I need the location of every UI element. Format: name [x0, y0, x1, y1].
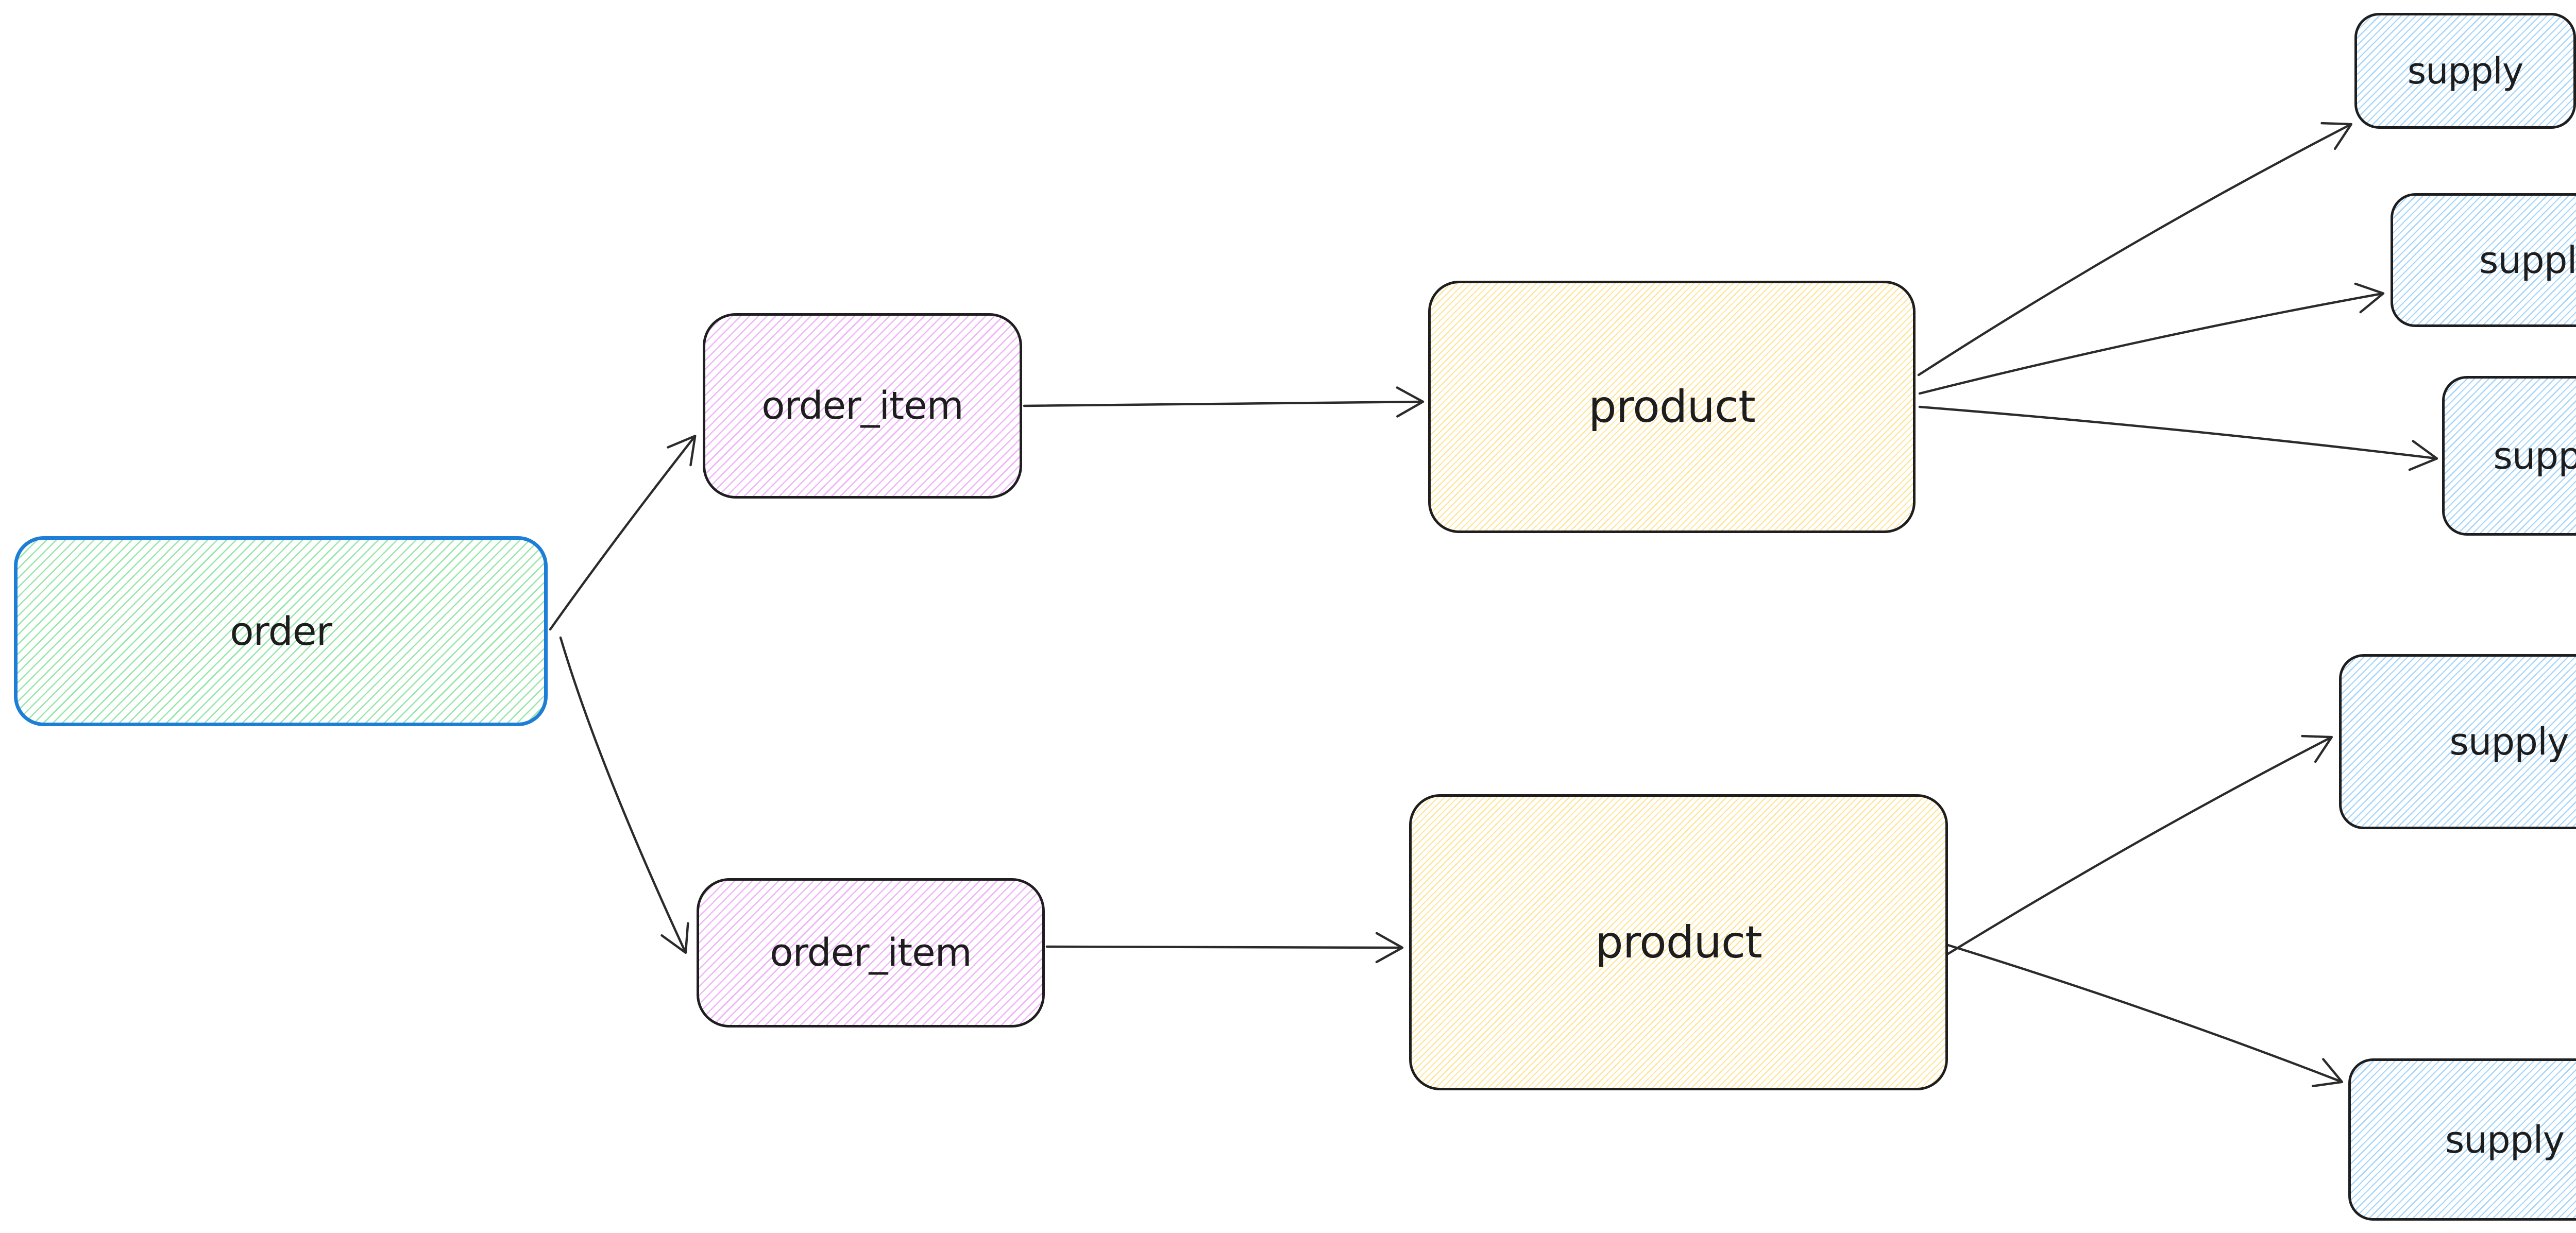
node-supply-2-label: supply: [2479, 238, 2576, 282]
node-product-bottom-label: product: [1595, 916, 1762, 968]
arrow-product-top-to-supply-1[interactable]: [1917, 122, 2353, 376]
arrow-product-top-to-supply-3[interactable]: [1918, 405, 2438, 471]
arrow-order-item-top-to-product-top[interactable]: [1023, 386, 1425, 418]
node-product-top-label: product: [1588, 381, 1756, 433]
arrow-order-to-order-item-bottom[interactable]: [559, 636, 689, 954]
node-order-label: order: [230, 608, 332, 654]
node-order-item-bottom[interactable]: order_item: [697, 878, 1045, 1028]
node-supply-4-label: supply: [2449, 720, 2569, 763]
node-supply-1-label: supply: [2407, 49, 2524, 92]
node-supply-4[interactable]: supply: [2339, 654, 2576, 829]
node-order-item-bottom-label: order_item: [770, 931, 972, 975]
arrow-product-bottom-to-supply-4[interactable]: [1946, 734, 2333, 955]
node-order-item-top-label: order_item: [761, 384, 964, 428]
node-product-bottom[interactable]: product: [1409, 794, 1948, 1090]
node-supply-2[interactable]: supply: [2391, 193, 2576, 327]
node-order-item-top[interactable]: order_item: [703, 313, 1022, 499]
node-supply-5[interactable]: supply: [2348, 1058, 2576, 1221]
node-supply-5-label: supply: [2445, 1118, 2565, 1161]
node-order[interactable]: order: [14, 536, 548, 726]
node-supply-1[interactable]: supply: [2354, 13, 2576, 129]
node-supply-3-label: supply: [2493, 434, 2576, 477]
arrow-product-top-to-supply-2[interactable]: [1918, 282, 2385, 395]
node-product-top[interactable]: product: [1428, 281, 1916, 533]
arrow-order-to-order-item-top[interactable]: [549, 435, 697, 631]
node-supply-3[interactable]: supply: [2442, 376, 2576, 536]
arrow-product-bottom-to-supply-5[interactable]: [1946, 944, 2344, 1088]
arrow-order-item-bottom-to-product-bottom[interactable]: [1045, 932, 1404, 964]
